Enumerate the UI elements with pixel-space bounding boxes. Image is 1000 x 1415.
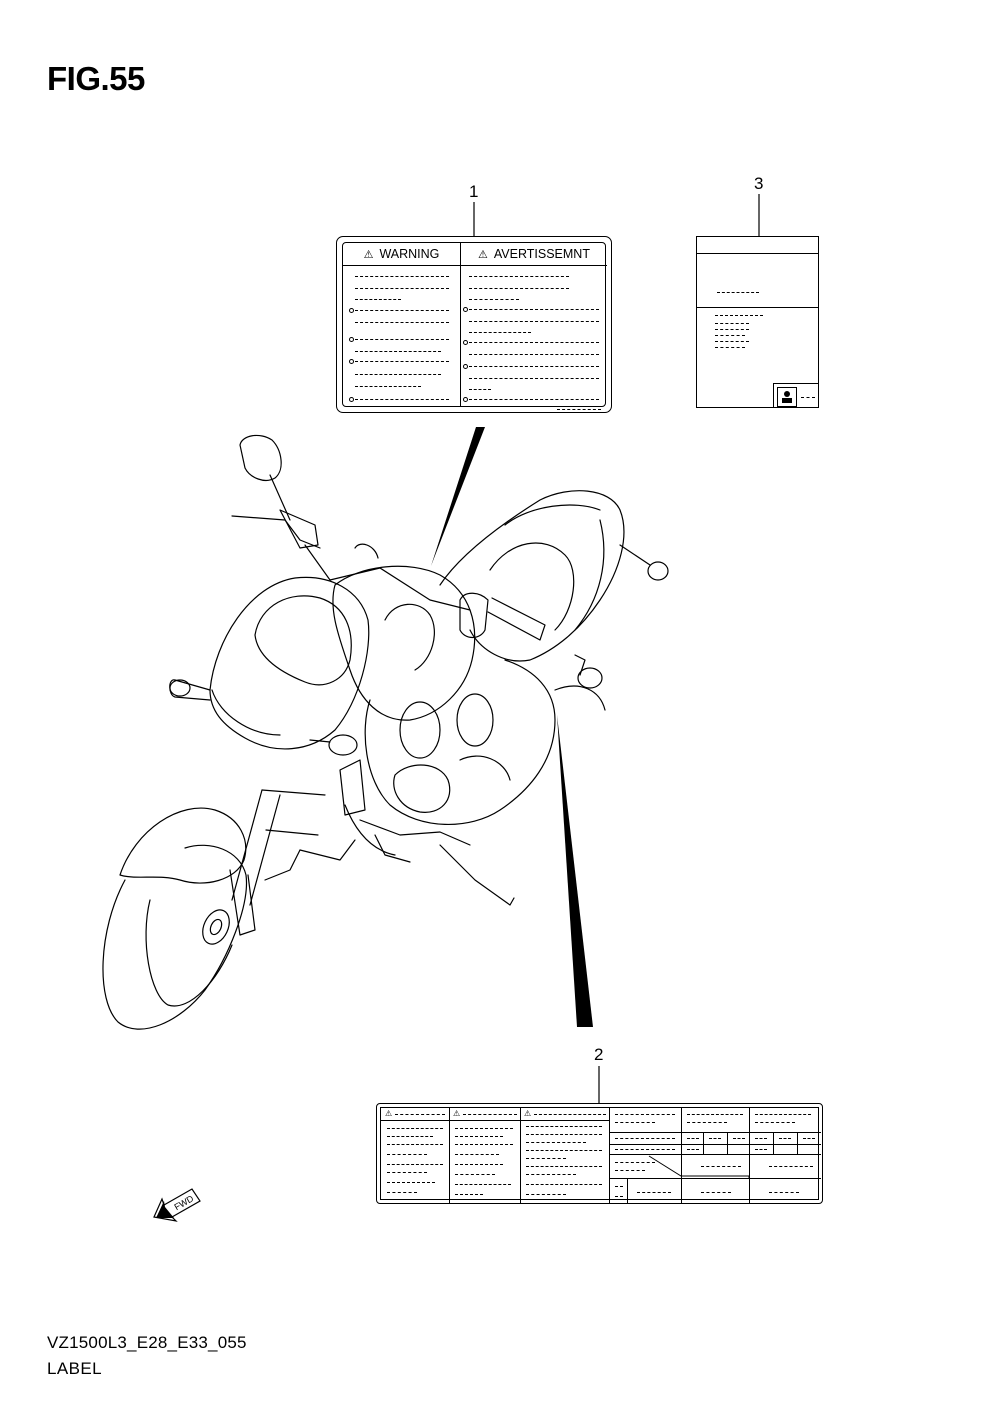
label-1-warning: ⚠WARNING ⚠AVERTISSEMNT [336, 236, 612, 413]
warning-triangle-icon: ⚠ [453, 1109, 461, 1118]
pointer-wedge-label-1 [431, 427, 485, 566]
figure-title: FIG.55 [47, 60, 145, 97]
owner-manual-person-icon [777, 387, 797, 407]
warning-triangle-icon: ⚠ [524, 1109, 532, 1118]
pointer-wedge-label-2 [557, 715, 593, 1027]
label-3-owners-manual [696, 236, 819, 408]
fwd-arrow-icon: FWD [152, 1181, 204, 1228]
warning-triangle-icon: ⚠ [478, 249, 488, 261]
label-1-warning-heading: ⚠WARNING [343, 243, 460, 266]
label-1-avertissement-heading: ⚠AVERTISSEMNT [461, 243, 607, 266]
callout-2: 2 [594, 1045, 604, 1064]
label-2-composite: ⚠ ⚠ ⚠ [376, 1103, 823, 1204]
section-name: LABEL [47, 1359, 102, 1378]
callout-3: 3 [754, 174, 764, 193]
callout-1: 1 [469, 182, 479, 201]
model-code: VZ1500L3_E28_E33_055 [47, 1333, 247, 1352]
warning-triangle-icon: ⚠ [363, 249, 374, 261]
warning-triangle-icon: ⚠ [385, 1109, 393, 1118]
label-1-divider [460, 243, 461, 406]
